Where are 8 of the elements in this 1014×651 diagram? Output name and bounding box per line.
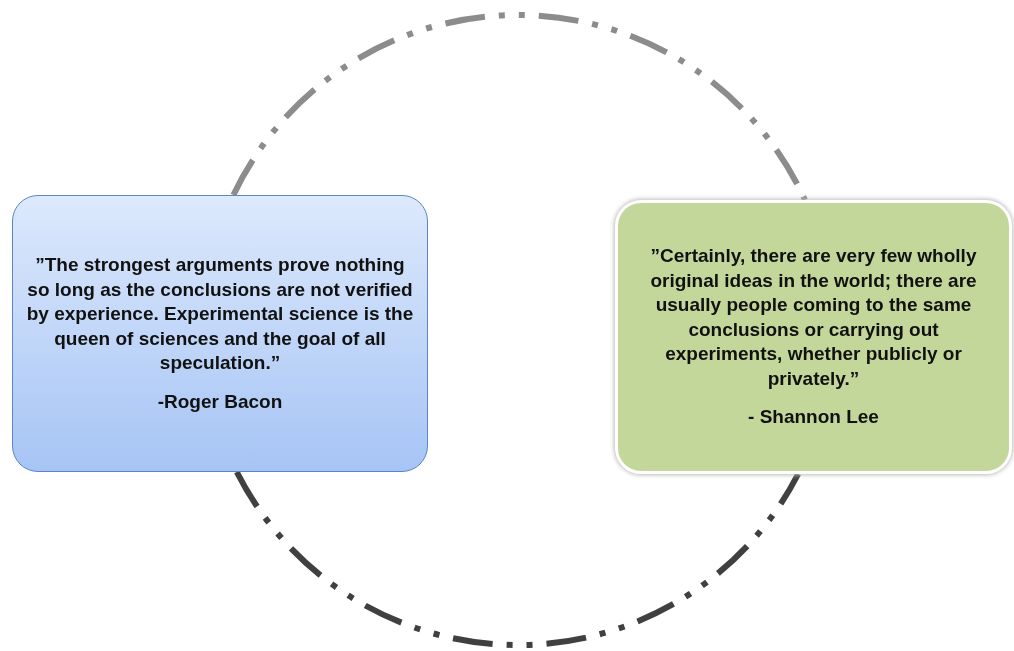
- dash-dot-arc: [230, 12, 808, 202]
- dash-dot-arc: [234, 470, 801, 648]
- quote-box: [615, 200, 1012, 474]
- author-name: -Roger Bacon: [157, 389, 283, 414]
- quote-text: ”Certainly, there are very few wholly original ideas in the world; there are usually people coming to the same conclusions or carrying out experiments, whether publicly or privately.”: [649, 244, 978, 391]
- author-name: - Shannon Lee: [748, 405, 879, 430]
- quote-box: [12, 195, 428, 472]
- quote-text: ”The strongest arguments prove nothing so long as the conclusions are not verified by experience. Experimental science is the queen of sciences and the goal of all speculation.”: [25, 253, 415, 375]
